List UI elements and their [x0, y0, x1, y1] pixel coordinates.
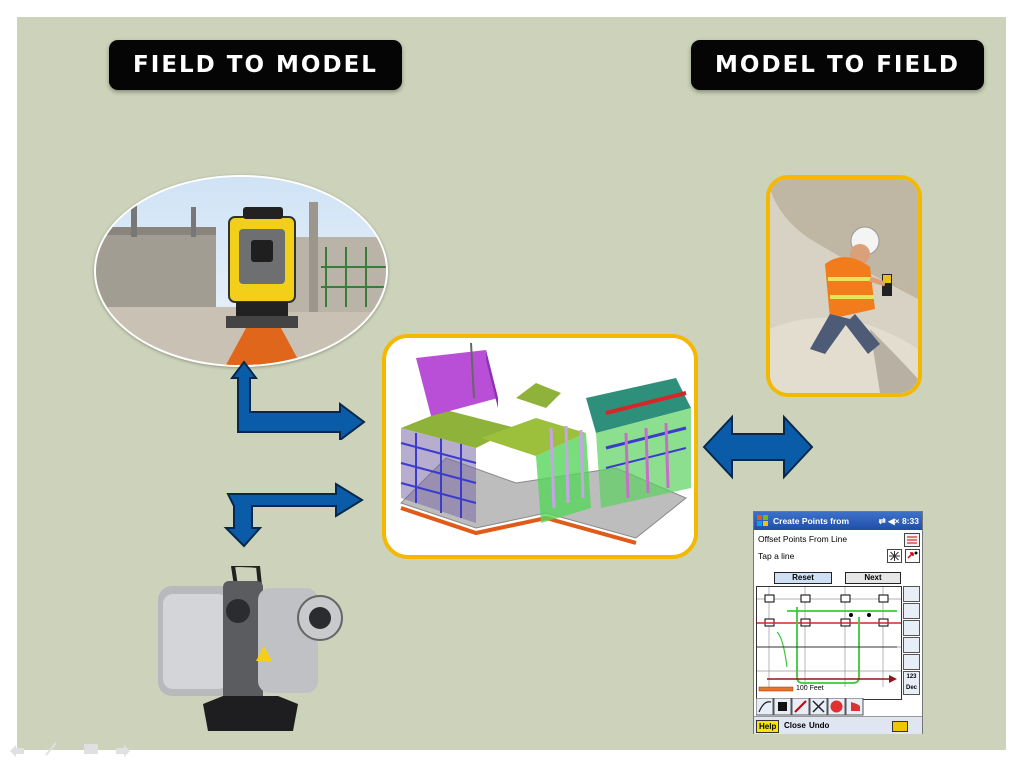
handheld-controller-screen: Create Points from ⇄ ◀× 8:33 Offset Poin… [753, 511, 923, 734]
swap-direction-icon[interactable] [905, 549, 920, 563]
model-to-scanner-arrow [223, 482, 364, 548]
info-icon[interactable] [903, 654, 920, 670]
station-to-model-arrow [230, 360, 366, 440]
zoom-out-icon[interactable] [903, 620, 920, 636]
help-menu-button[interactable]: Help [756, 720, 780, 733]
laser-scanner-photo [138, 563, 350, 736]
handheld-title: Create Points from [773, 516, 850, 526]
total-station-photo [94, 175, 388, 367]
point-list-icon[interactable] [904, 533, 920, 547]
field-to-model-heading: FIELD TO MODEL [109, 40, 402, 90]
model-field-exchange-arrow [702, 414, 814, 480]
field-worker-photo [766, 175, 922, 397]
zoom-in-icon[interactable] [903, 603, 920, 619]
next-button[interactable]: Next [845, 572, 901, 584]
snap-icon[interactable] [887, 549, 902, 563]
tap-line-prompt: Tap a line [758, 551, 795, 561]
next-slide-icon[interactable] [116, 745, 130, 757]
offset-mode-label: Offset Points From Line [758, 534, 848, 544]
map-scale-label: 100 Feet [796, 685, 824, 692]
bim-model-frame [382, 334, 698, 559]
previous-slide-icon[interactable] [10, 745, 24, 757]
handheld-status: ⇄ ◀× 8:33 [878, 516, 919, 526]
reset-button[interactable]: Reset [774, 572, 832, 584]
decimal-zoom-button[interactable]: 123 Dec [903, 671, 920, 695]
menu-icon[interactable] [84, 744, 98, 754]
handheld-tool-bar [756, 698, 864, 716]
pen-icon[interactable] [45, 742, 57, 756]
handheld-menu-bar: Help Close Undo [754, 716, 922, 734]
model-to-field-heading: MODEL TO FIELD [691, 40, 984, 90]
zoom-window-icon[interactable] [903, 637, 920, 653]
close-menu-button[interactable]: Close [784, 721, 806, 730]
handheld-title-bar: Create Points from ⇄ ◀× 8:33 [754, 512, 922, 530]
arc-tool-icon[interactable] [756, 698, 774, 716]
slide-navigation-controls [10, 742, 130, 757]
plan-map-view[interactable] [756, 586, 902, 700]
keyboard-icon[interactable] [892, 721, 908, 732]
windows-start-icon[interactable] [757, 515, 769, 527]
zoom-extents-icon[interactable] [903, 586, 920, 602]
undo-menu-button[interactable]: Undo [809, 721, 830, 730]
